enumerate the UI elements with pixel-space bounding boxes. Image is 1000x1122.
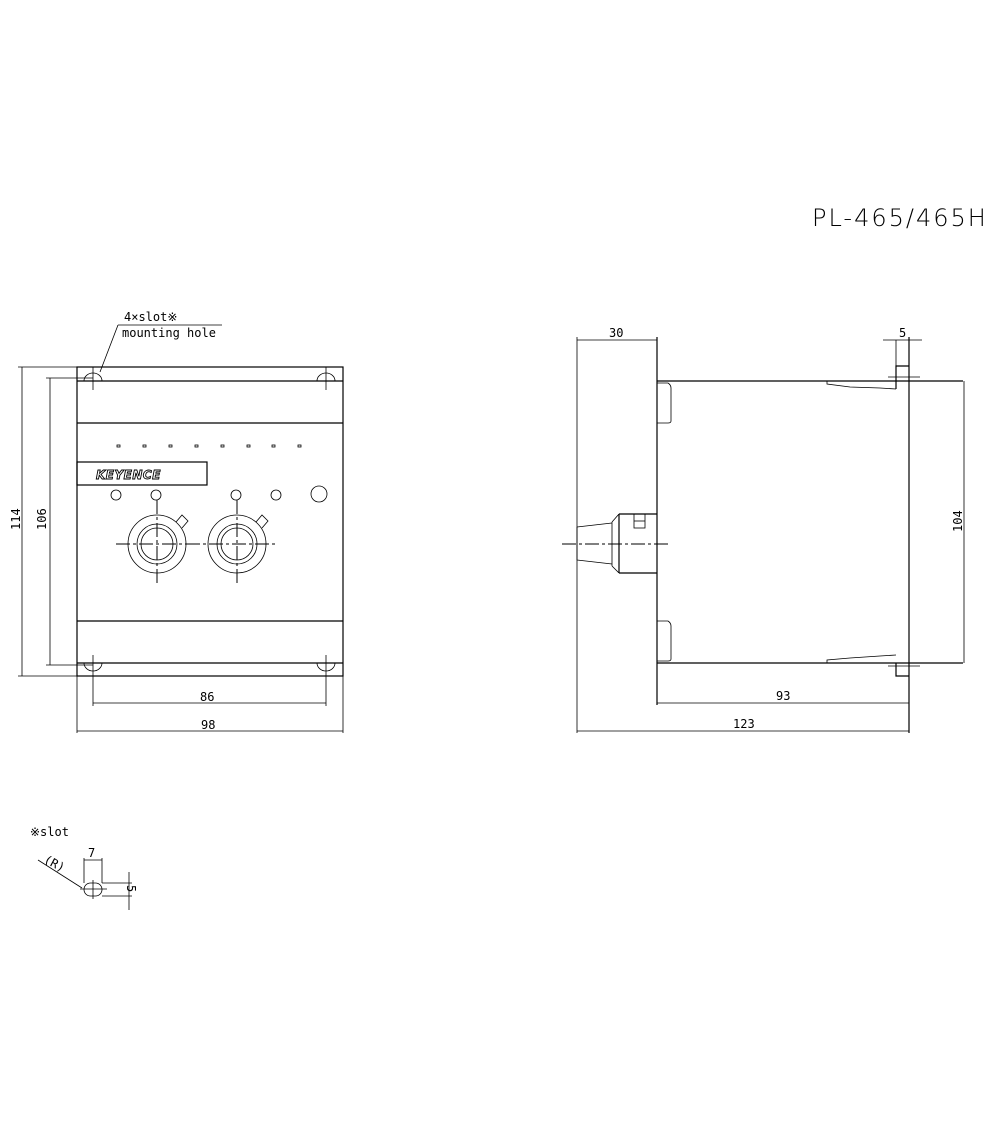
connector-right [186,500,278,586]
slot-radius-label: (R) [42,852,68,875]
slot-width-dim: 7 [88,846,95,860]
dim-hole-pitch-height: 106 [35,508,49,530]
indicator-circle-5 [310,485,328,503]
dimension-123: 123 [577,717,909,732]
connector-left [116,500,200,586]
mounting-slot-bottom-right [312,655,339,706]
dim-flange-thickness: 5 [899,326,906,340]
slot-detail: ※slot (R) 7 5 [30,825,138,910]
mounting-hole-callout-line1: 4×slot※ [124,310,177,324]
indicator-circle-4 [270,489,282,501]
mounting-hole-callout-line2: mounting hole [122,326,216,340]
brand-plate [76,461,208,486]
slot-detail-label: ※slot [30,825,69,839]
dim-overall-height: 114 [9,508,23,530]
dim-hole-pitch-width: 86 [200,690,214,704]
indicator-circle-3 [230,489,242,501]
dim-overall-depth: 123 [733,717,755,731]
dim-overall-width: 98 [201,718,215,732]
side-view: 30 5 104 93 123 [562,326,965,733]
dimension-5: 5 [883,326,922,366]
indicator-circle-2 [150,489,162,501]
dimension-86: 86 [93,690,326,704]
dim-connector-depth: 30 [609,326,623,340]
dimension-106: 106 [35,377,93,666]
dimension-30: 30 [576,326,657,733]
front-body-outline [76,366,344,677]
indicator-led-row [116,444,302,448]
dim-body-depth: 93 [776,689,790,703]
mounting-slot-top-right [312,367,339,390]
drawing-title: PL-465/465H [812,204,988,232]
dim-body-height: 104 [951,510,965,532]
brand-logo: KEYENCE [96,468,161,482]
indicator-circle-1 [110,489,122,501]
dimension-98: 98 [76,676,344,733]
dimension-114: 114 [9,366,77,677]
slot-height-dim: 5 [124,885,138,892]
mounting-slot-top-left [80,367,107,390]
front-view: 4×slot※ mounting hole [9,310,344,733]
side-connector [562,513,670,574]
mounting-slot-bottom-left [80,655,107,706]
dimension-93: 93 [657,689,909,704]
dimension-104: 104 [951,381,965,663]
